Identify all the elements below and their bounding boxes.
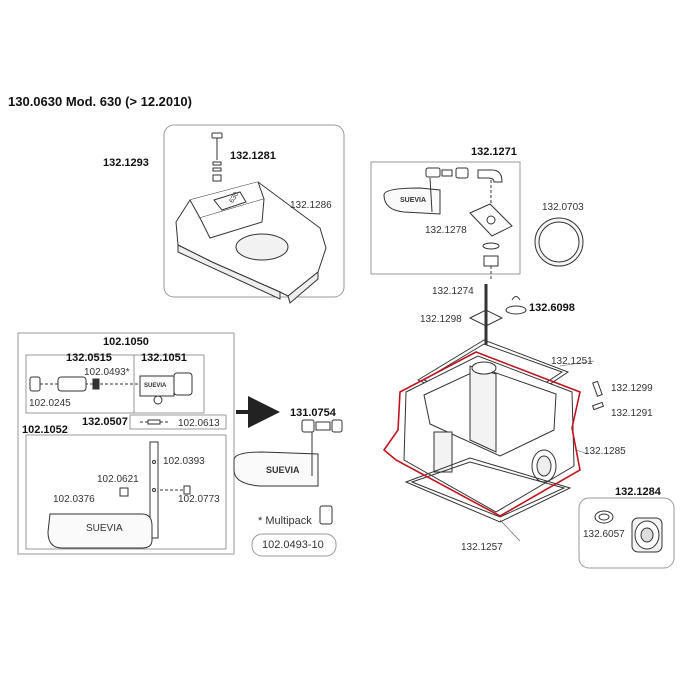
lid-screw-label: 132.1281 (230, 150, 276, 162)
bracket-box (25, 434, 227, 550)
lid-cover-part (175, 181, 327, 304)
valve-group-label: 102.1050 (103, 336, 149, 348)
gasket-label: 132.1298 (420, 314, 462, 325)
pin-small-label: 102.0613 (178, 418, 220, 429)
outlet-assembly-label: 132.1284 (615, 486, 661, 498)
multipack-code: 102.0493-10 (262, 539, 324, 551)
breather-label: 132.6098 (529, 302, 575, 314)
bracket-group-label: 102.1052 (22, 424, 68, 436)
bowl-assembly-label: 131.0754 (290, 407, 336, 419)
valve-kit-plate-label: 132.1278 (425, 225, 467, 236)
plug-part (534, 217, 584, 267)
valve-group-parts (29, 372, 193, 549)
bowl-parts (233, 419, 343, 487)
plug-label: 132.0703 (542, 202, 584, 213)
valve-kit-parts (383, 167, 513, 280)
multipack-note: * Multipack (258, 515, 312, 527)
sub-box-b (133, 354, 205, 414)
page-title: 130.0630 Mod. 630 (> 12.2010) (8, 94, 192, 109)
lid-screw-part (211, 132, 223, 182)
rod-label: 102.0393 (163, 456, 205, 467)
clip-label: 102.0621 (97, 474, 139, 485)
sub-a-label: 132.0515 (66, 352, 112, 364)
valve-group-box (17, 332, 235, 555)
top-seal-label: 132.1251 (551, 356, 593, 367)
valve-kit-badge: SUEVIA (400, 197, 427, 204)
bracket-badge: SUEVIA (86, 523, 123, 534)
sub-c-label: 132.0507 (82, 416, 128, 428)
nut-label: 102.0245 (29, 398, 71, 409)
bowl-badge: SUEVIA (266, 465, 300, 475)
outlet-washer-label: 132.6057 (583, 529, 625, 540)
outlet-parts (594, 510, 663, 553)
tank-parts (403, 284, 605, 523)
valve-kit-label: 132.1271 (471, 146, 517, 158)
lid-assembly-label: 132.1293 (103, 157, 149, 169)
valve-kit-box (370, 161, 521, 275)
tank-highlight-outline (382, 351, 581, 517)
bolt-label: 132.1291 (611, 408, 653, 419)
outlet-box (578, 497, 675, 569)
sub-b-label: 132.1051 (141, 352, 187, 364)
drain-label: 132.1274 (432, 286, 474, 297)
spring-note-label: 102.0493* (84, 367, 130, 378)
plate-label: 102.0376 (53, 494, 95, 505)
lid-box (163, 124, 345, 298)
body-label: 132.1285 (584, 446, 626, 457)
sub-box-c (129, 414, 227, 430)
valve-group-badge: SUEVIA (144, 383, 167, 389)
leader-lines (499, 360, 595, 542)
lid-cover-label: 132.1286 (290, 200, 332, 211)
multipack-parts (251, 505, 337, 557)
pin-label: 132.1299 (611, 383, 653, 394)
screw-small-label: 102.0773 (178, 494, 220, 505)
bottom-seal-label: 132.1257 (461, 542, 503, 553)
